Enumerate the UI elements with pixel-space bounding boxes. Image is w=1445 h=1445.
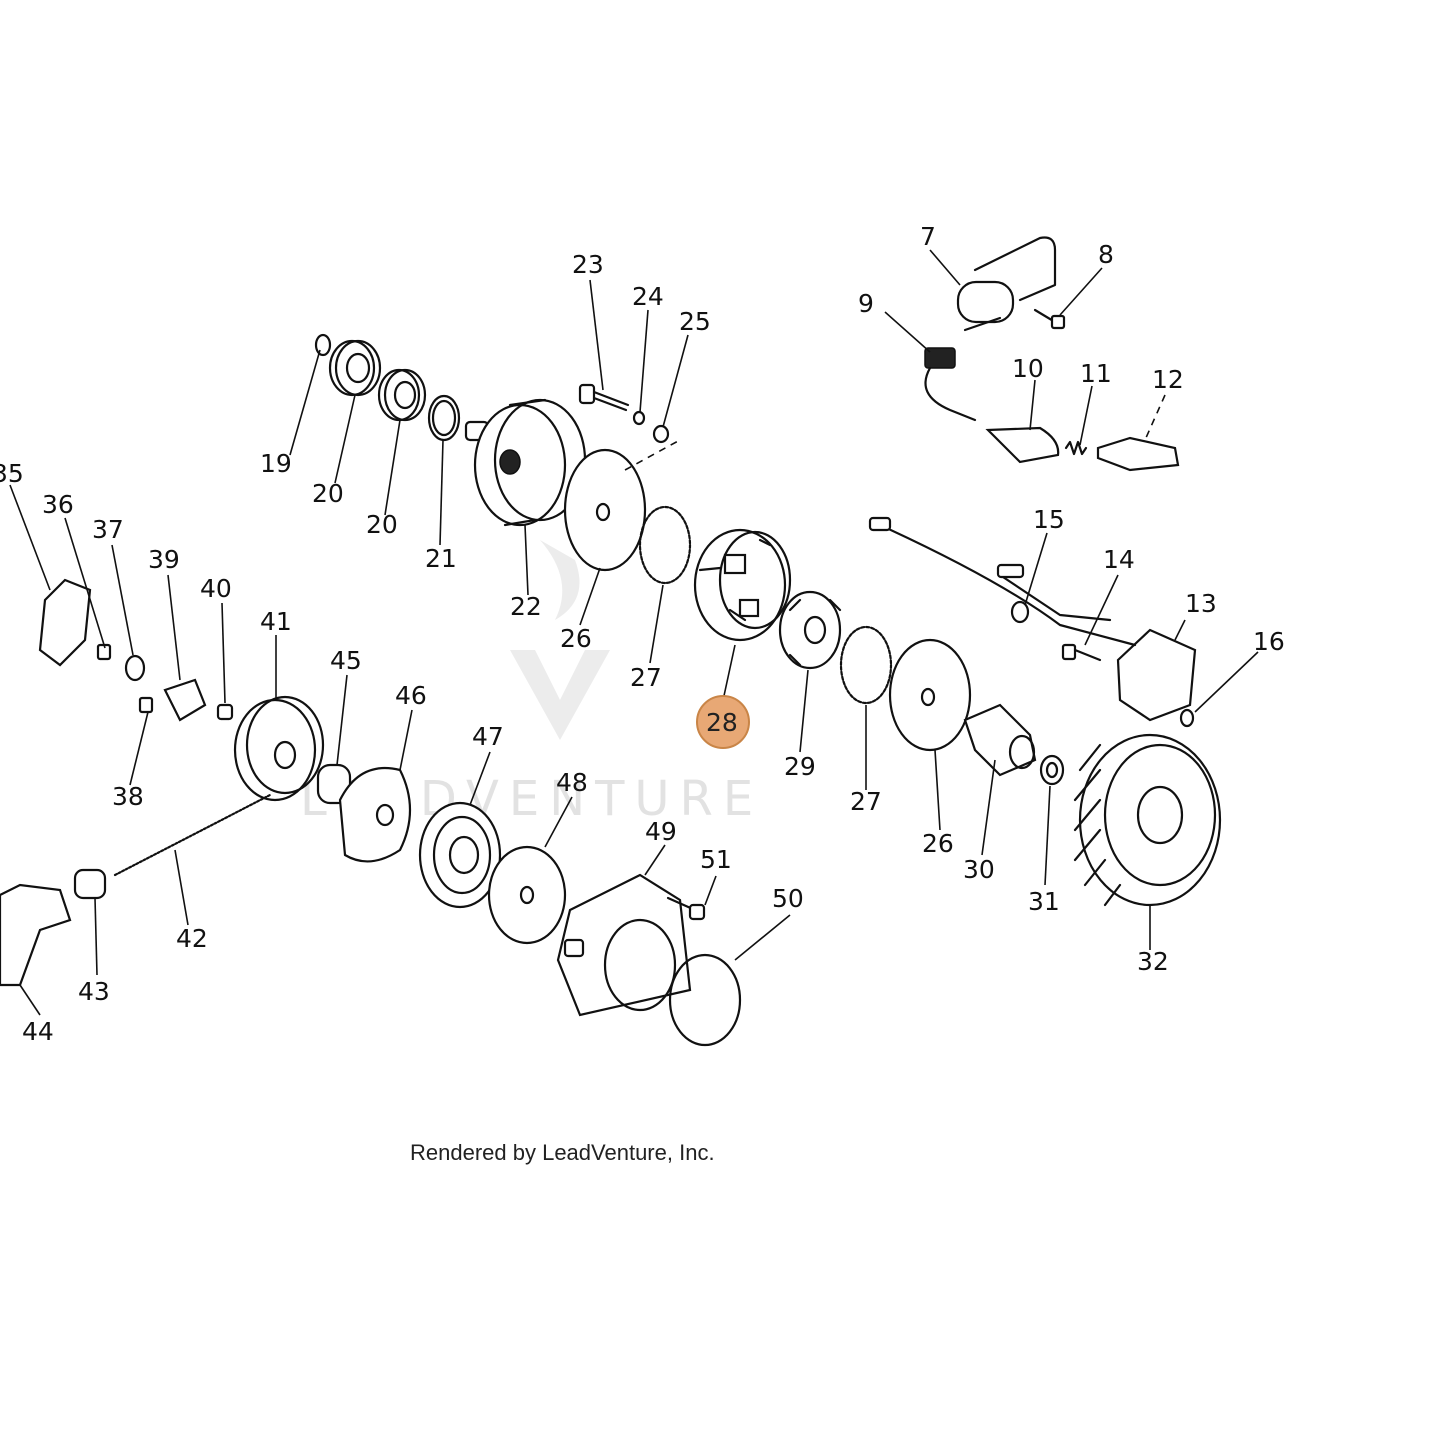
- leader-lines: [9, 249, 1259, 1016]
- part-26-plate-b[interactable]: [888, 638, 972, 752]
- callout-32[interactable]: 32: [1137, 947, 1169, 976]
- callout-31[interactable]: 31: [1028, 887, 1060, 916]
- callout-39[interactable]: 39: [148, 545, 180, 574]
- part-13-stator[interactable]: [868, 516, 1197, 722]
- callout-15[interactable]: 15: [1033, 505, 1065, 534]
- part-14-screw[interactable]: [1061, 643, 1102, 662]
- callout-49[interactable]: 49: [645, 817, 677, 846]
- callout-45[interactable]: 45: [330, 646, 362, 675]
- callout-36[interactable]: 36: [42, 490, 74, 519]
- part-47-recoil-spring[interactable]: [418, 801, 502, 909]
- callout-9[interactable]: 9: [858, 289, 874, 318]
- callout-24[interactable]: 24: [632, 282, 664, 311]
- callout-8[interactable]: 8: [1098, 240, 1114, 269]
- part-30-collar[interactable]: [963, 703, 1037, 777]
- callout-20-a[interactable]: 20: [312, 479, 344, 508]
- render-credit: Rendered by LeadVenture, Inc.: [410, 1140, 715, 1165]
- part-15-clamp[interactable]: [1010, 600, 1030, 624]
- part-16-washer[interactable]: [1179, 708, 1195, 728]
- part-31-washer[interactable]: [1039, 754, 1065, 786]
- callout-25[interactable]: 25: [679, 307, 711, 336]
- part-9-plug-cap[interactable]: [924, 347, 977, 422]
- part-32-flywheel[interactable]: [1073, 733, 1222, 907]
- part-41-pulley[interactable]: [233, 695, 325, 802]
- callout-10[interactable]: 10: [1012, 354, 1044, 383]
- part-21-snap-ring[interactable]: [427, 394, 461, 442]
- callout-16[interactable]: 16: [1253, 627, 1285, 656]
- part-51-bolt[interactable]: [666, 896, 706, 921]
- callout-28[interactable]: 28: [706, 708, 738, 737]
- part-12-spark-plug[interactable]: [1096, 436, 1180, 472]
- callout-19[interactable]: 19: [260, 449, 292, 478]
- part-22-clutch-drum[interactable]: [464, 398, 587, 527]
- part-50-o-ring[interactable]: [668, 953, 742, 1047]
- part-40-collar[interactable]: [216, 703, 234, 721]
- callout-7[interactable]: 7: [920, 222, 936, 251]
- part-20-bearing-a[interactable]: [328, 339, 382, 397]
- part-27-spring-b[interactable]: [839, 625, 893, 705]
- callout-51[interactable]: 51: [700, 845, 732, 874]
- callout-20-b[interactable]: 20: [366, 510, 398, 539]
- callout-40[interactable]: 40: [200, 574, 232, 603]
- part-23-bolt[interactable]: [578, 383, 630, 412]
- callout-22[interactable]: 22: [510, 592, 542, 621]
- callout-47[interactable]: 47: [472, 722, 504, 751]
- part-28-clutch-shoe[interactable]: [693, 528, 792, 642]
- callout-26-a[interactable]: 26: [560, 624, 592, 653]
- callout-27-a[interactable]: 27: [630, 663, 662, 692]
- callout-50[interactable]: 50: [772, 884, 804, 913]
- callout-37[interactable]: 37: [92, 515, 124, 544]
- part-7-ignition-coil[interactable]: [956, 236, 1057, 332]
- callout-23[interactable]: 23: [572, 250, 604, 279]
- callout-43[interactable]: 43: [78, 977, 110, 1006]
- callout-26-b[interactable]: 26: [922, 829, 954, 858]
- callout-12[interactable]: 12: [1152, 365, 1184, 394]
- callout-44[interactable]: 44: [22, 1017, 54, 1046]
- callout-46[interactable]: 46: [395, 681, 427, 710]
- callout-42[interactable]: 42: [176, 924, 208, 953]
- part-49-starter-case[interactable]: [556, 873, 692, 1017]
- callout-38[interactable]: 38: [112, 782, 144, 811]
- part-42-starter-rope[interactable]: [113, 793, 272, 877]
- part-38-screw[interactable]: [138, 696, 154, 714]
- callout-35[interactable]: 35: [0, 459, 24, 488]
- part-48-plate[interactable]: [487, 845, 567, 945]
- part-46-plate[interactable]: [338, 766, 412, 863]
- part-35-housing[interactable]: [38, 578, 92, 667]
- part-39-pawl[interactable]: [163, 678, 207, 722]
- part-11-spring[interactable]: [1064, 440, 1088, 456]
- part-20-bearing-b[interactable]: [377, 368, 427, 422]
- callout-48[interactable]: 48: [556, 768, 588, 797]
- part-24-lock-washer[interactable]: [632, 410, 646, 426]
- part-27-spring-a[interactable]: [638, 505, 692, 585]
- part-26-plate-a[interactable]: [563, 439, 681, 572]
- callout-21[interactable]: 21: [425, 544, 457, 573]
- callout-29[interactable]: 29: [784, 752, 816, 781]
- part-19-circlip[interactable]: [314, 333, 332, 357]
- callouts: 7 8 9 10 11 12 13 14 15 16 19 20 20 21 2…: [0, 222, 1285, 1046]
- callout-28-highlight[interactable]: 28: [696, 695, 750, 749]
- callout-14[interactable]: 14: [1103, 545, 1135, 574]
- part-43-rope-guide[interactable]: [73, 868, 107, 900]
- part-8-screw[interactable]: [1033, 308, 1066, 330]
- callout-13[interactable]: 13: [1185, 589, 1217, 618]
- callout-11[interactable]: 11: [1080, 359, 1112, 388]
- part-44-handle[interactable]: [0, 883, 72, 987]
- callout-30[interactable]: 30: [963, 855, 995, 884]
- part-29-clutch-hub[interactable]: [778, 590, 842, 670]
- part-25-washer[interactable]: [652, 424, 670, 444]
- part-37-washer[interactable]: [124, 654, 146, 682]
- part-10-boot[interactable]: [985, 426, 1060, 464]
- callout-27-b[interactable]: 27: [850, 787, 882, 816]
- callout-41[interactable]: 41: [260, 607, 292, 636]
